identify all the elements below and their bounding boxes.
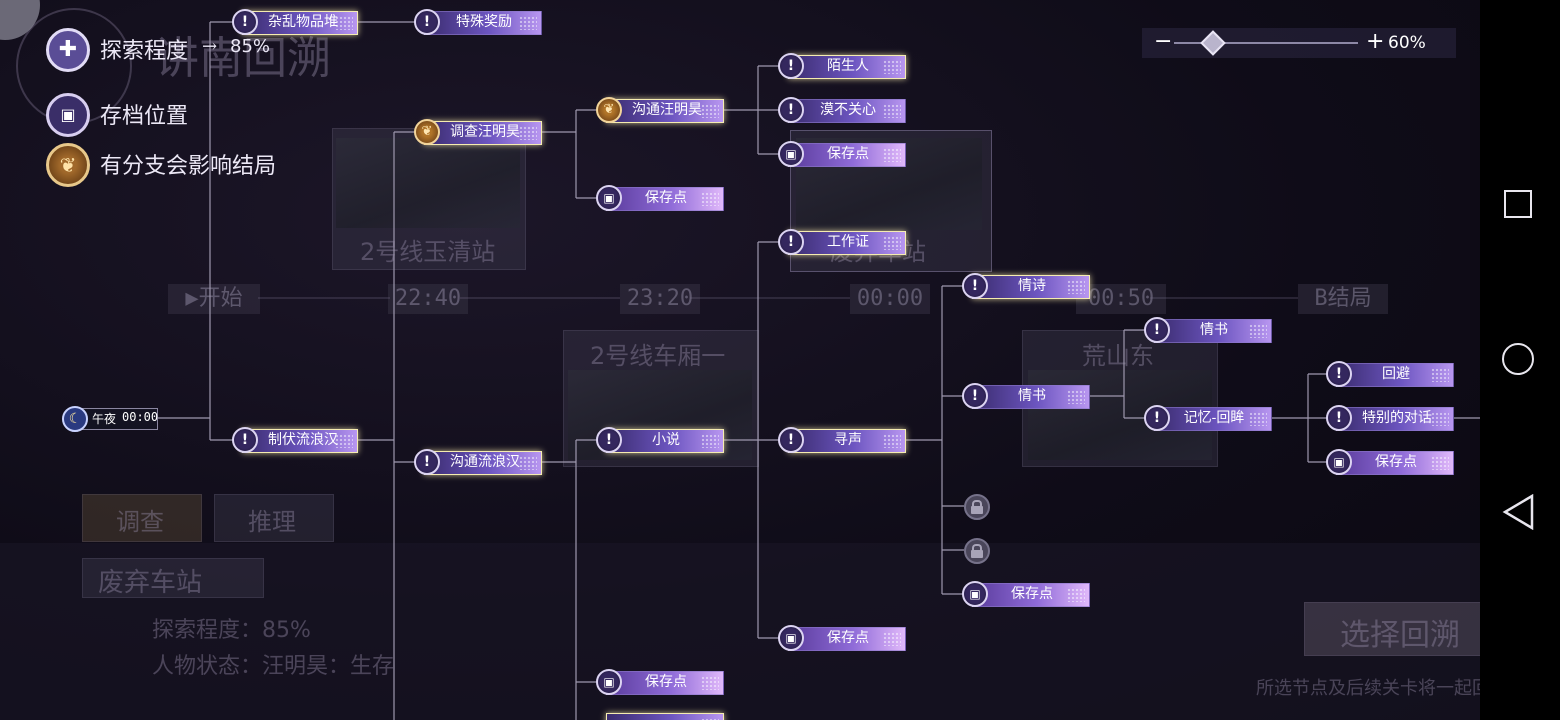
save-icon: ▣ xyxy=(962,581,988,607)
story-node-partial[interactable] xyxy=(598,712,724,720)
station-label: 2号线车厢一 xyxy=(590,342,726,370)
scene-title: 废弃车站 xyxy=(98,568,203,598)
exclamation-icon: ! xyxy=(414,9,440,35)
story-node[interactable]: !情书 xyxy=(962,383,1090,409)
exclamation-icon: ! xyxy=(962,273,988,299)
exclamation-icon: ! xyxy=(1144,317,1170,343)
status-info: 人物状态：汪明昊：生存 xyxy=(152,654,395,679)
save-point-node[interactable]: ▣保存点 xyxy=(778,141,906,167)
save-icon: ▣ xyxy=(596,185,622,211)
timeline-end: B结局 xyxy=(1298,284,1388,314)
back-button[interactable] xyxy=(1502,494,1536,530)
save-point-node[interactable]: ▣保存点 xyxy=(962,581,1090,607)
exclamation-icon: ! xyxy=(414,449,440,475)
explore-progress-value: 85% xyxy=(230,36,271,57)
lock-icon[interactable] xyxy=(964,494,990,520)
story-node[interactable]: !杂乱物品堆 xyxy=(232,9,358,35)
timeline-time: 23:20 xyxy=(620,284,700,314)
root-time: 00:00 xyxy=(122,410,159,424)
story-node[interactable]: !特别的对话 xyxy=(1326,405,1454,431)
station-label: 2号线玉清站 xyxy=(360,238,496,266)
save-point-node[interactable]: ▣保存点 xyxy=(778,625,906,651)
bottom-info-panel xyxy=(0,543,1480,720)
zoom-track[interactable] xyxy=(1174,42,1358,44)
story-node[interactable]: !记忆-回眸 xyxy=(1144,405,1272,431)
save-point-node[interactable]: ▣保存点 xyxy=(1326,449,1454,475)
exclamation-icon: ! xyxy=(962,383,988,409)
station-label: 荒山东 xyxy=(1082,342,1154,370)
timeline-start: ▶开始 xyxy=(168,284,260,314)
story-node[interactable]: ❦沟通汪明昊 xyxy=(596,97,724,123)
exclamation-icon: ! xyxy=(778,53,804,79)
leaf-branch-icon: ❦ xyxy=(414,119,440,145)
save-icon: ▣ xyxy=(1326,449,1352,475)
story-node[interactable]: !沟通流浪汉 xyxy=(414,449,542,475)
exclamation-icon: ! xyxy=(778,229,804,255)
exclamation-icon: ! xyxy=(1326,405,1352,431)
leaf-branch-icon: ❦ xyxy=(596,97,622,123)
timeline-time: 00:00 xyxy=(850,284,930,314)
puzzle-icon: ✚ xyxy=(46,28,90,72)
tab-investigate xyxy=(82,494,202,542)
exclamation-icon: ! xyxy=(1144,405,1170,431)
story-node[interactable]: !特殊奖励 xyxy=(414,9,542,35)
zoom-thumb[interactable] xyxy=(1200,30,1226,56)
save-icon: ▣ xyxy=(778,625,804,651)
exclamation-icon: ! xyxy=(232,9,258,35)
exclamation-icon: ! xyxy=(1326,361,1352,387)
tab-investigate-label: 调查 xyxy=(116,508,164,536)
arrow-icon: → xyxy=(202,36,218,57)
zoom-control: − + 60% xyxy=(1142,28,1456,58)
branch-affects-ending-label: 有分支会影响结局 xyxy=(100,154,277,179)
exclamation-icon: ! xyxy=(778,427,804,453)
story-node[interactable]: !情诗 xyxy=(962,273,1090,299)
explore-progress-label: 探索程度 xyxy=(100,39,189,64)
timeline-time: 00:50 xyxy=(1076,284,1166,314)
zoom-value: 60% xyxy=(1388,33,1426,53)
save-location-icon: ▣ xyxy=(46,93,90,137)
story-node[interactable]: !制伏流浪汉 xyxy=(232,427,358,453)
save-location-label: 存档位置 xyxy=(100,104,189,129)
recent-apps-button[interactable] xyxy=(1504,190,1532,218)
story-node[interactable]: ❦调查汪明昊 xyxy=(414,119,542,145)
root-node-midnight[interactable]: ☾ 午夜 00:00 xyxy=(60,406,159,432)
nav-bar xyxy=(1480,0,1560,720)
explore-info: 探索程度：85% xyxy=(152,618,311,643)
confirm-rewind-label: 选择回溯 xyxy=(1340,618,1460,653)
background-title: 讲南回溯 xyxy=(155,33,331,84)
exclamation-icon: ! xyxy=(232,427,258,453)
moon-icon: ☾ xyxy=(62,406,88,432)
timeline-time: 22:40 xyxy=(388,284,468,314)
branch-leaf-icon: ❦ xyxy=(46,143,90,187)
root-label: 午夜 xyxy=(92,412,117,426)
save-icon: ▣ xyxy=(596,669,622,695)
station-image xyxy=(336,138,520,228)
zoom-in-button[interactable]: + xyxy=(1366,29,1385,54)
save-point-node[interactable]: ▣保存点 xyxy=(596,185,724,211)
story-node[interactable]: !回避 xyxy=(1326,361,1454,387)
tab-reasoning xyxy=(214,494,334,542)
story-node[interactable]: !寻声 xyxy=(778,427,906,453)
tab-reasoning-label: 推理 xyxy=(248,508,296,536)
rewind-hint: 所选节点及后续关卡将一起回溯 xyxy=(1256,678,1508,699)
lock-icon[interactable] xyxy=(964,538,990,564)
story-node[interactable]: !漠不关心 xyxy=(778,97,906,123)
zoom-out-button[interactable]: − xyxy=(1154,29,1173,54)
save-point-node[interactable]: ▣保存点 xyxy=(596,669,724,695)
story-node[interactable]: !小说 xyxy=(596,427,724,453)
story-node[interactable]: !陌生人 xyxy=(778,53,906,79)
story-node[interactable]: !情书 xyxy=(1144,317,1272,343)
exclamation-icon: ! xyxy=(778,97,804,123)
home-button[interactable] xyxy=(1502,343,1534,375)
exclamation-icon: ! xyxy=(596,427,622,453)
scene-title-bar xyxy=(82,558,264,598)
confirm-rewind-button-bg xyxy=(1304,602,1494,656)
story-node[interactable]: !工作证 xyxy=(778,229,906,255)
save-icon: ▣ xyxy=(778,141,804,167)
